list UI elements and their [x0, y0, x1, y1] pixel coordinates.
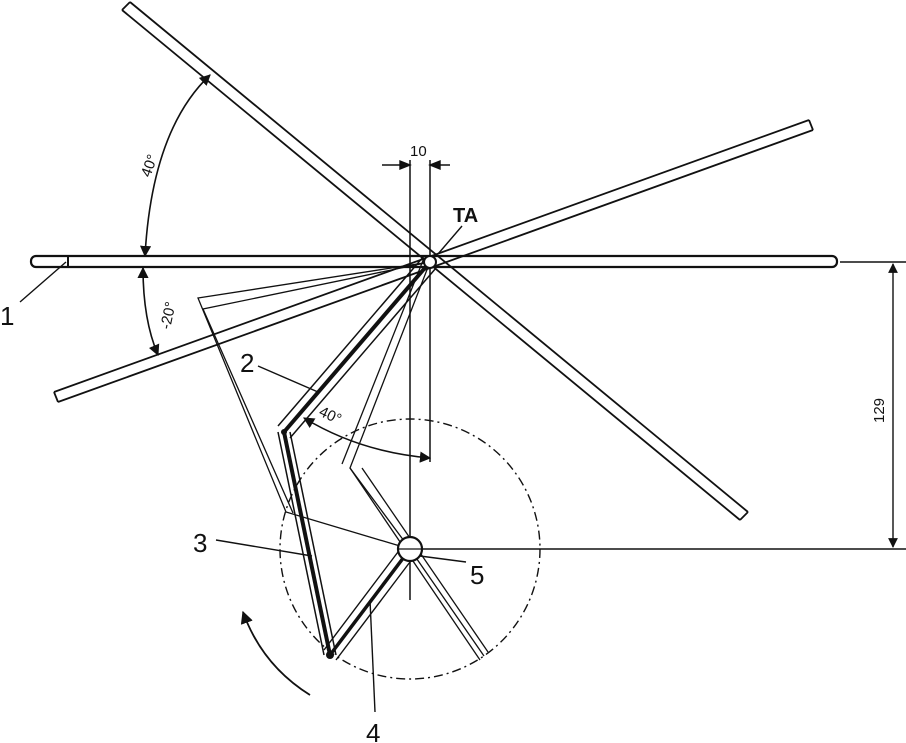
elbow-joint: [281, 429, 287, 435]
lower-joint: [326, 651, 334, 659]
pivot-ta: [423, 255, 437, 269]
rotation-arrow: [240, 610, 311, 696]
angle-crank-label: 40°: [316, 403, 344, 428]
vertical-centerline: [409, 160, 431, 600]
angle-upper-label: 40°: [138, 152, 162, 179]
dimension-10-label: 10: [410, 143, 427, 160]
dimension-10: [382, 159, 450, 171]
dimension-129-label: 129: [871, 398, 888, 423]
angle-arc-upper: [139, 74, 211, 258]
angle-arc-lower: [137, 266, 160, 357]
link-3: [277, 431, 337, 656]
part-2-label: 2: [240, 348, 254, 378]
angle-lower-label: -20°: [157, 300, 179, 331]
ghost-linkages: [197, 257, 489, 661]
leader-lines: [19, 225, 467, 713]
link-2: [277, 255, 437, 439]
angle-arc-crank: [303, 417, 432, 463]
pivot-ta-label: TA: [453, 205, 478, 227]
part-1-label: 1: [0, 301, 14, 331]
part-4-label: 4: [366, 718, 380, 743]
dimension-129: [420, 261, 906, 550]
part-3-label: 3: [193, 528, 207, 558]
part-5-label: 5: [470, 560, 484, 590]
crank-circle: [279, 418, 541, 680]
